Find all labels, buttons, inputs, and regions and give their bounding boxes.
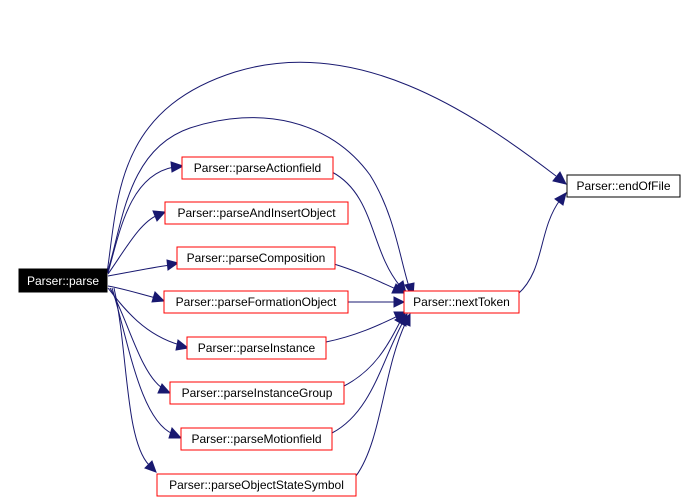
arrow-parse-parseinstancegroup [157,383,172,394]
edge-parse-parsecomposition [107,264,171,277]
arrow-parse-parsemotionfield [168,427,183,439]
arrow-parse-parseformationobject [151,291,166,303]
arrow-parse-parseinstance [175,339,190,351]
arrow-parse-parseactionfield [170,161,185,173]
node-end-of-file: Parser::endOfFile [566,174,681,198]
node-parse-motionfield[interactable]: Parser::parseMotionfield [180,427,333,451]
arrow-parse-parseobjectstatesymbol [144,460,157,473]
edge-parse-endoffile [106,61,557,274]
node-parse-instance[interactable]: Parser::parseInstance [186,336,327,360]
arrow-nexttoken-endoffile [554,192,567,206]
edge-parse-parseactionfield [107,166,175,274]
edge-parse-parseformationobject [107,285,157,299]
node-parse-composition[interactable]: Parser::parseComposition [176,246,336,270]
node-label: Parser::parse [27,274,99,288]
edge-parseinstancegroup-nexttoken [343,319,402,387]
node-label: Parser::parseObjectStateSymbol [169,478,344,492]
arrow-parsecomposition-nexttoken [391,283,406,294]
edge-parsemotionfield-nexttoken [331,321,404,434]
edge-parseobjectstatesymbol-nexttoken [355,321,407,477]
node-parse[interactable]: Parser::parse [18,268,108,293]
node-label: Parser::parseComposition [187,251,326,265]
node-label: Parser::nextToken [413,295,510,309]
graph-edges [106,61,567,477]
graph-nodes: Parser::parse Parser::parseActionfield P… [18,156,681,497]
edge-nexttoken-endoffile [517,199,561,295]
node-label: Parser::endOfFile [576,179,670,193]
arrow-parseformationobject-nexttoken [393,296,406,308]
node-parse-and-insert-object[interactable]: Parser::parseAndInsertObject [164,201,349,225]
node-parse-object-state-symbol[interactable]: Parser::parseObjectStateSymbol [156,473,357,497]
node-parse-formation-object[interactable]: Parser::parseFormationObject [163,290,349,314]
arrow-parseobjectstatesymbol-nexttoken [400,312,411,327]
arrow-parse-parseandinsertobject [152,210,167,222]
edge-parseactionfield-nexttoken [331,171,401,287]
edge-parseinstance-nexttoken [325,315,399,343]
arrow-parse-endoffile [552,171,567,185]
arrow-parse-parsecomposition [166,259,180,271]
node-next-token[interactable]: Parser::nextToken [403,290,520,314]
edge-parsecomposition-nexttoken [333,263,397,290]
node-label: Parser::parseActionfield [194,161,321,175]
node-parse-actionfield[interactable]: Parser::parseActionfield [181,156,334,180]
edge-parse-parseobjectstatesymbol [113,287,150,466]
node-label: Parser::parseInstance [198,341,316,355]
node-parse-instance-group[interactable]: Parser::parseInstanceGroup [169,381,345,405]
node-label: Parser::parseInstanceGroup [182,386,333,400]
edge-parse-nexttoken [106,117,411,291]
node-label: Parser::parseAndInsertObject [177,206,336,220]
edge-parse-parseandinsertobject [107,214,159,275]
node-label: Parser::parseFormationObject [176,295,337,309]
node-label: Parser::parseMotionfield [191,432,321,446]
